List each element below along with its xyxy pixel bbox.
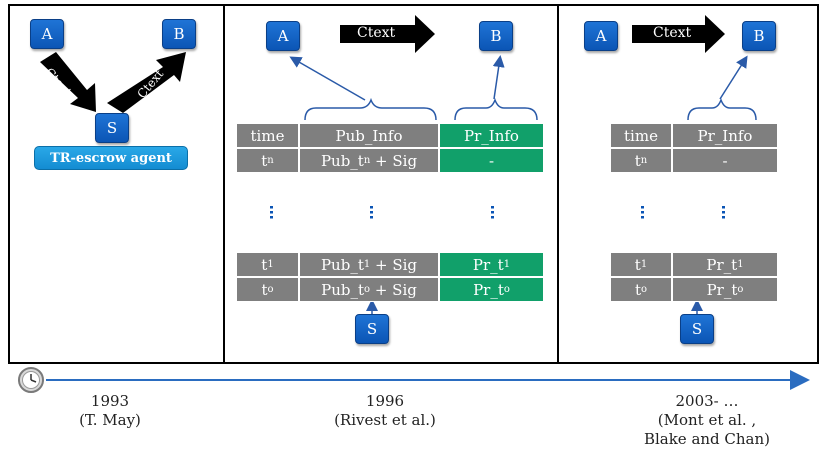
cell-text: Pr_t <box>706 280 738 299</box>
cell-sub: 1 <box>640 259 648 270</box>
node-s: S <box>680 314 714 344</box>
brace-pr-p3 <box>687 97 757 121</box>
header-time: time <box>610 123 672 148</box>
node-b: B <box>162 19 196 49</box>
node-b: B <box>742 21 776 51</box>
ctext-arrow-right <box>107 52 186 113</box>
cell-text: Pr_t <box>706 255 738 274</box>
node-s: S <box>95 113 129 143</box>
ellipsis-dash <box>641 206 644 220</box>
cell-sub: n <box>267 155 274 166</box>
panel-mont <box>557 4 819 364</box>
node-b: B <box>479 21 513 51</box>
cell-text: Pub_t <box>320 255 364 274</box>
node-a: A <box>30 19 64 49</box>
timeline-year: 1996 <box>365 392 405 410</box>
ellipsis-dash <box>491 206 494 220</box>
cell-text: Pub_t <box>320 151 364 170</box>
cell-sub: 1 <box>737 259 744 270</box>
cell-sub: o <box>641 284 648 295</box>
cell-pr-n: - <box>672 148 778 173</box>
node-a: A <box>266 21 300 51</box>
brace-pr <box>454 97 538 121</box>
ctext-arrow-left <box>40 52 96 112</box>
cell-text: t <box>261 255 268 274</box>
header-pr-info: Pr_Info <box>672 123 778 148</box>
timeline-author: (Rivest et al.) <box>334 411 436 429</box>
cell-sub: 1 <box>503 259 511 270</box>
timeline-label-1993: 1993 (T. May) <box>60 392 160 430</box>
cell-sub: o <box>503 284 510 295</box>
node-s: S <box>355 314 389 344</box>
timeline-year: 2003- … <box>675 392 739 410</box>
cell-sub: 1 <box>267 259 274 270</box>
ctext-arrow-p3 <box>632 15 725 53</box>
cell-text: Pub_t <box>321 280 365 299</box>
cell-sub: n <box>640 155 648 166</box>
cell-sub: n <box>363 155 371 166</box>
timeline-label-2003: 2003- … (Mont et al. , Blake and Chan) <box>632 392 782 449</box>
ctext-label: Ctext <box>357 25 396 41</box>
cell-text: Pr_t <box>473 280 504 299</box>
cell-text: t <box>261 280 268 299</box>
ellipsis-dash <box>270 206 273 220</box>
cell-sub: 1 <box>363 259 371 270</box>
timeline-year: 1993 <box>90 392 130 410</box>
timeline-author: (T. May) <box>79 411 141 429</box>
cell-text: + Sig <box>370 151 418 170</box>
ctext-arrow-p2 <box>340 15 435 53</box>
cell-sub: o <box>364 284 371 295</box>
header-time: time <box>236 123 299 148</box>
cell-text: t <box>634 151 641 170</box>
cell-pr-n: - <box>439 148 544 173</box>
ctext-label: Ctext <box>653 25 692 41</box>
timeline-author: (Mont et al. , <box>657 411 757 429</box>
cell-sub: o <box>737 284 744 295</box>
ellipsis-dash <box>370 206 373 220</box>
cell-text: t <box>634 280 641 299</box>
cell-text: + Sig <box>370 255 418 274</box>
cell-text: + Sig <box>370 280 417 299</box>
tr-escrow-agent: TR-escrow agent <box>34 146 188 170</box>
timeline-author: Blake and Chan) <box>643 430 771 448</box>
header-pub-info: Pub_Info <box>299 123 439 148</box>
cell-text: t <box>634 255 641 274</box>
cell-sub: o <box>267 284 274 295</box>
node-a: A <box>584 21 618 51</box>
ellipsis-dash <box>722 206 725 220</box>
cell-text: Pr_t <box>472 255 504 274</box>
cell-text: t <box>261 151 268 170</box>
timeline-label-1996: 1996 (Rivest et al.) <box>315 392 455 430</box>
clock-icon <box>18 367 44 393</box>
header-pr-info: Pr_Info <box>439 123 544 148</box>
brace-pub <box>304 97 437 121</box>
